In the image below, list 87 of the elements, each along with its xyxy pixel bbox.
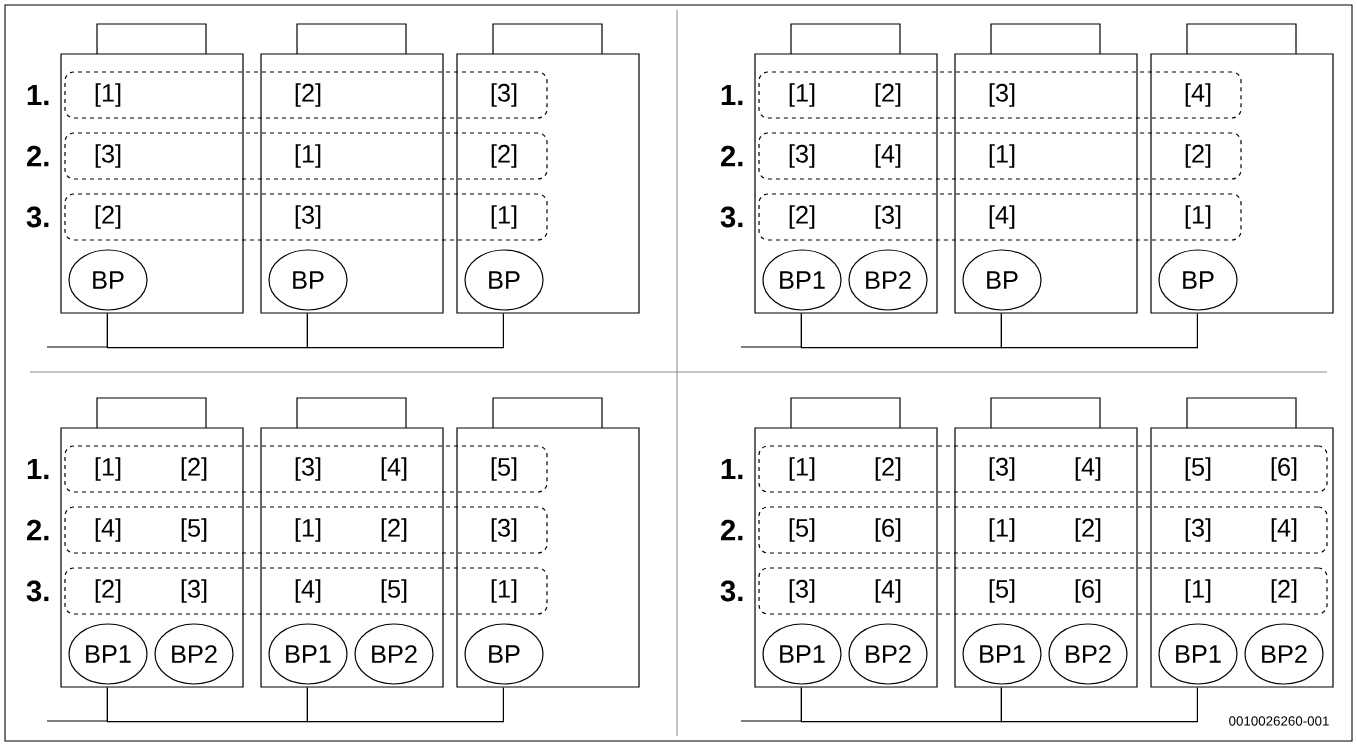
boiler-unit xyxy=(260,397,444,688)
slot-label: [4] xyxy=(1271,518,1297,542)
bus-line xyxy=(106,687,308,723)
bus-line xyxy=(800,313,1002,349)
slot-label: [3] xyxy=(491,518,517,542)
slot-label: [6] xyxy=(875,518,901,542)
slot-label: [5] xyxy=(989,579,1015,603)
slot-label: [1] xyxy=(789,457,815,481)
boiler-unit xyxy=(1150,397,1334,688)
slot-label: [2] xyxy=(181,457,207,481)
slot-label: [2] xyxy=(1075,518,1101,542)
bus-line xyxy=(106,313,308,349)
row-number: 2. xyxy=(720,145,743,167)
slot-label: [3] xyxy=(295,457,321,481)
slot-label: [1] xyxy=(95,457,121,481)
bus-line xyxy=(1000,313,1198,349)
slot-label: [5] xyxy=(789,518,815,542)
slot-label: [2] xyxy=(491,144,517,168)
slot-label: [4] xyxy=(95,518,121,542)
slot-label: [1] xyxy=(95,83,121,107)
slot-label: [3] xyxy=(295,205,321,229)
boiler-unit xyxy=(60,23,244,314)
slot-label: [4] xyxy=(295,579,321,603)
row-number: 3. xyxy=(26,206,49,228)
slot-label: [4] xyxy=(381,457,407,481)
slot-label: [1] xyxy=(295,518,321,542)
bus-line xyxy=(800,687,1002,723)
slot-label: [2] xyxy=(295,83,321,107)
slot-label: [2] xyxy=(789,205,815,229)
slot-label: [5] xyxy=(381,579,407,603)
boiler-unit xyxy=(954,23,1138,314)
row-number: 1. xyxy=(27,84,49,106)
boiler-unit xyxy=(456,23,640,314)
slot-label: [2] xyxy=(875,457,901,481)
slot-label: [1] xyxy=(491,579,517,603)
bus-line xyxy=(306,313,504,349)
figure-code: 0010026260-001 xyxy=(1229,716,1329,726)
bus-line xyxy=(306,687,504,723)
boiler-unit xyxy=(60,397,244,688)
slot-label: [3] xyxy=(181,579,207,603)
slot-label: [2] xyxy=(1185,144,1211,168)
slot-label: [3] xyxy=(789,144,815,168)
slot-label: [1] xyxy=(989,144,1015,168)
row-number: 1. xyxy=(27,458,49,480)
slot-label: [4] xyxy=(875,579,901,603)
slot-label: [2] xyxy=(381,518,407,542)
slot-label: [4] xyxy=(989,205,1015,229)
slot-label: [2] xyxy=(1271,579,1297,603)
slot-label: [4] xyxy=(1185,83,1211,107)
boiler-unit xyxy=(754,397,938,688)
slot-label: [1] xyxy=(491,205,517,229)
slot-label: [5] xyxy=(491,457,517,481)
slot-label: [1] xyxy=(295,144,321,168)
slot-label: [4] xyxy=(875,144,901,168)
row-number: 3. xyxy=(720,206,743,228)
bus-line xyxy=(1000,687,1198,723)
row-number: 2. xyxy=(26,519,49,541)
slot-label: [3] xyxy=(789,579,815,603)
slot-label: [6] xyxy=(1271,457,1297,481)
boiler-unit xyxy=(754,23,938,314)
slot-label: [1] xyxy=(789,83,815,107)
boiler-unit xyxy=(1150,23,1334,314)
slot-label: [5] xyxy=(181,518,207,542)
row-number: 2. xyxy=(26,145,49,167)
slot-label: [3] xyxy=(989,457,1015,481)
slot-label: [1] xyxy=(989,518,1015,542)
slot-label: [6] xyxy=(1075,579,1101,603)
row-number: 3. xyxy=(720,580,743,602)
slot-label: [3] xyxy=(95,144,121,168)
slot-label: [3] xyxy=(1185,518,1211,542)
boiler-unit xyxy=(456,397,640,688)
row-number: 1. xyxy=(721,84,743,106)
slot-label: [5] xyxy=(1185,457,1211,481)
slot-label: [3] xyxy=(989,83,1015,107)
slot-label: [1] xyxy=(1185,205,1211,229)
row-number: 2. xyxy=(720,519,743,541)
row-number: 1. xyxy=(721,458,743,480)
boiler-unit xyxy=(260,23,444,314)
row-number: 3. xyxy=(26,580,49,602)
slot-label: [1] xyxy=(1185,579,1211,603)
slot-label: [2] xyxy=(95,579,121,603)
slot-label: [2] xyxy=(875,83,901,107)
slot-label: [2] xyxy=(95,205,121,229)
boiler-unit xyxy=(954,397,1138,688)
slot-label: [3] xyxy=(491,83,517,107)
slot-label: [4] xyxy=(1075,457,1101,481)
slot-label: [3] xyxy=(875,205,901,229)
